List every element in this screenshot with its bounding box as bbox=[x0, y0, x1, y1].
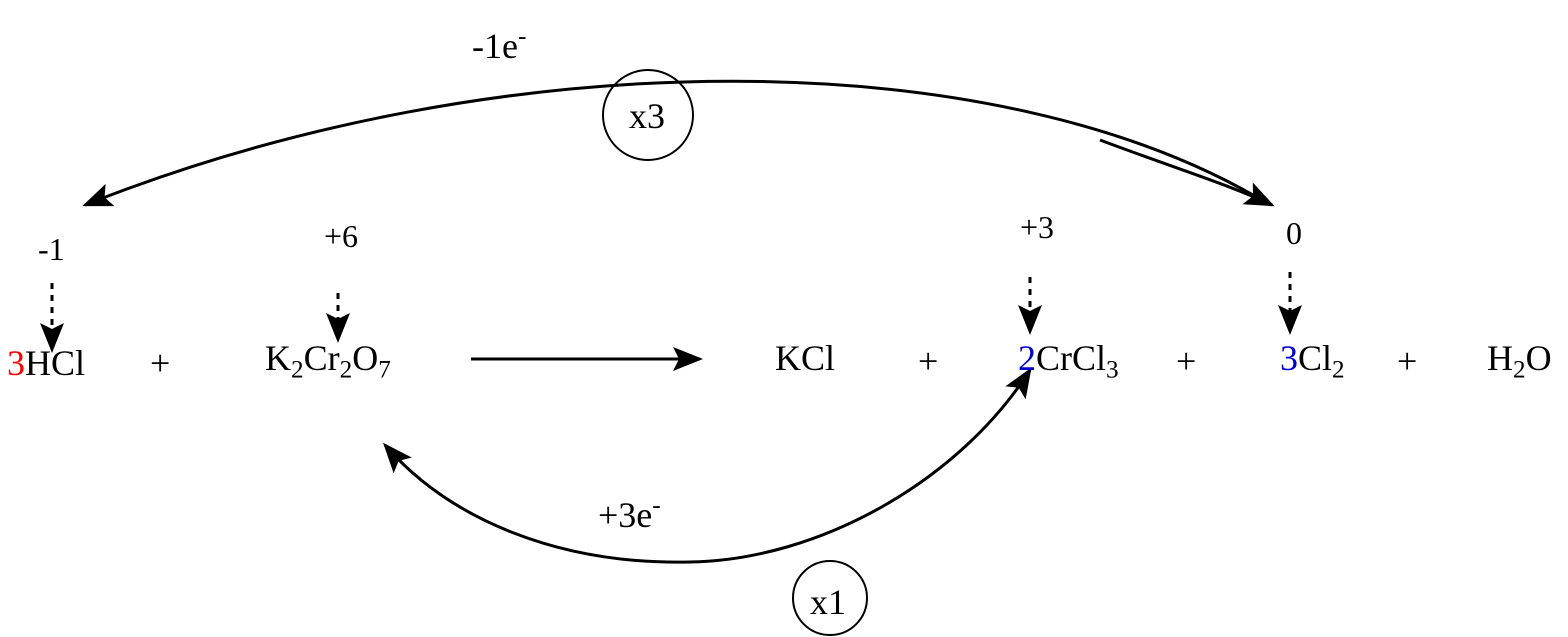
plus-sign: + bbox=[150, 343, 171, 383]
reactant-k2cr2o7: K2Cr2O7 bbox=[265, 338, 391, 384]
plus-sign: + bbox=[1397, 341, 1418, 381]
multiplier-top: x3 bbox=[629, 96, 665, 136]
oxidation-k2cr2o7: +6 bbox=[324, 218, 359, 254]
coefficient-crcl3: 2 bbox=[1018, 338, 1036, 378]
oxidation-crcl3: +3 bbox=[1020, 209, 1055, 245]
multiplier-circle-bottom bbox=[792, 560, 868, 636]
product-h2o: H2O bbox=[1487, 338, 1552, 384]
multiplier-bottom: x1 bbox=[810, 582, 846, 622]
coefficient-cl2: 3 bbox=[1280, 338, 1298, 378]
coefficient-hcl: 3 bbox=[7, 343, 25, 383]
product-crcl3: 2CrCl3 bbox=[1018, 338, 1119, 384]
electron-gain-label: +3e- bbox=[598, 492, 661, 535]
product-kcl: KCl bbox=[775, 338, 836, 378]
oxidation-hcl: -1 bbox=[38, 231, 65, 267]
electron-gain-arc-right bbox=[689, 367, 1032, 564]
reactant-hcl: 3HCl bbox=[7, 343, 86, 383]
electron-loss-label: -1e- bbox=[472, 23, 527, 66]
plus-sign: + bbox=[1176, 341, 1197, 381]
electron-gain-arc-left bbox=[383, 442, 691, 564]
multiplier-circle-top bbox=[602, 69, 694, 161]
product-cl2: 3Cl2 bbox=[1280, 338, 1345, 384]
electron-loss-arc bbox=[82, 79, 1271, 207]
plus-sign: + bbox=[918, 341, 939, 381]
oxidation-cl2: 0 bbox=[1286, 215, 1302, 251]
